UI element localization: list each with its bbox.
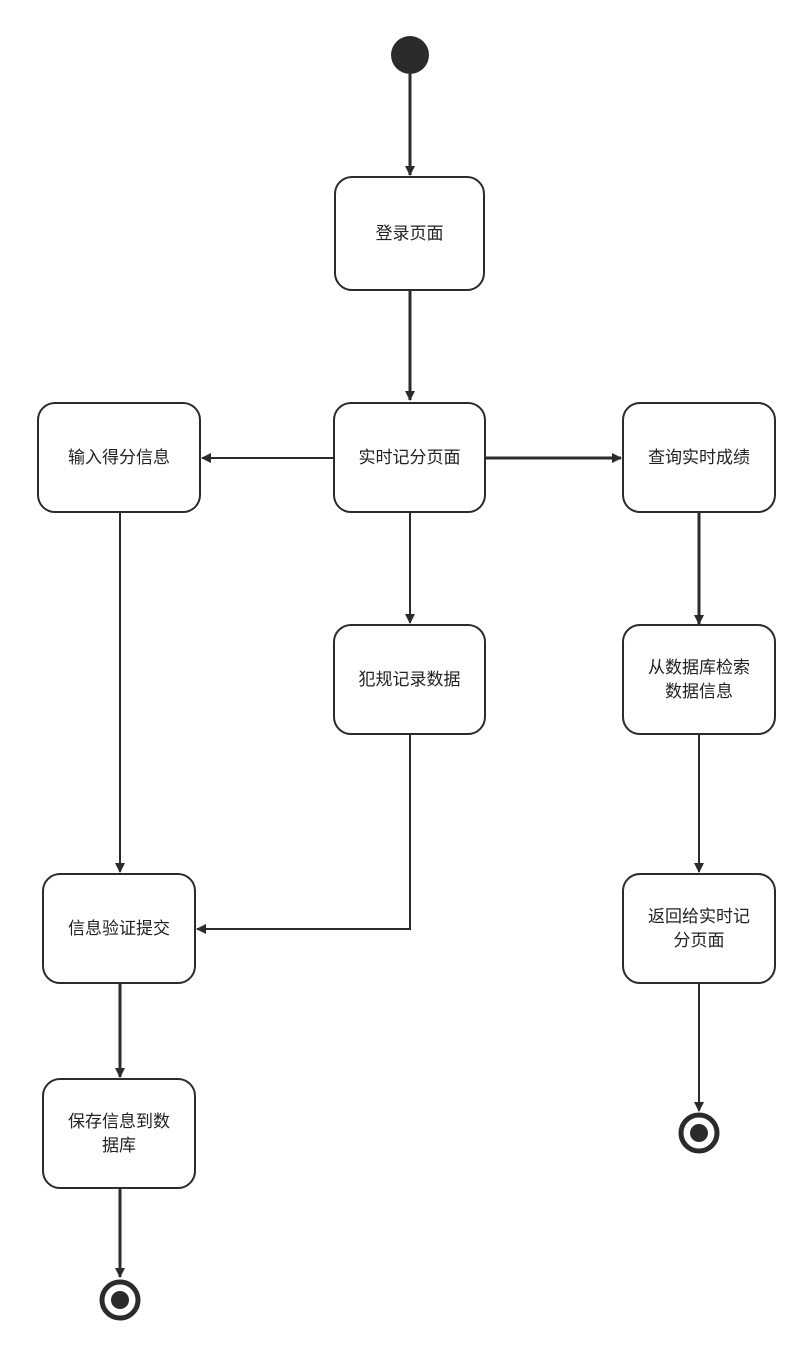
node-validate-submit: 信息验证提交 xyxy=(42,873,196,984)
node-foul-record-data: 犯规记录数据 xyxy=(333,624,486,735)
final-node-left xyxy=(99,1279,141,1321)
edge-foul-to-validate xyxy=(196,735,411,934)
node-live-scoring-page: 实时记分页面 xyxy=(333,402,486,513)
node-retrieve-from-db: 从数据库检索 数据信息 xyxy=(622,624,776,735)
node-save-to-db: 保存信息到数 据库 xyxy=(42,1078,196,1189)
node-enter-score-info: 输入得分信息 xyxy=(37,402,201,513)
node-query-live-results: 查询实时成绩 xyxy=(622,402,776,513)
final-node-right xyxy=(678,1112,720,1154)
node-login-page: 登录页面 xyxy=(334,176,485,291)
initial-node xyxy=(391,36,429,74)
node-return-to-page: 返回给实时记 分页面 xyxy=(622,873,776,984)
